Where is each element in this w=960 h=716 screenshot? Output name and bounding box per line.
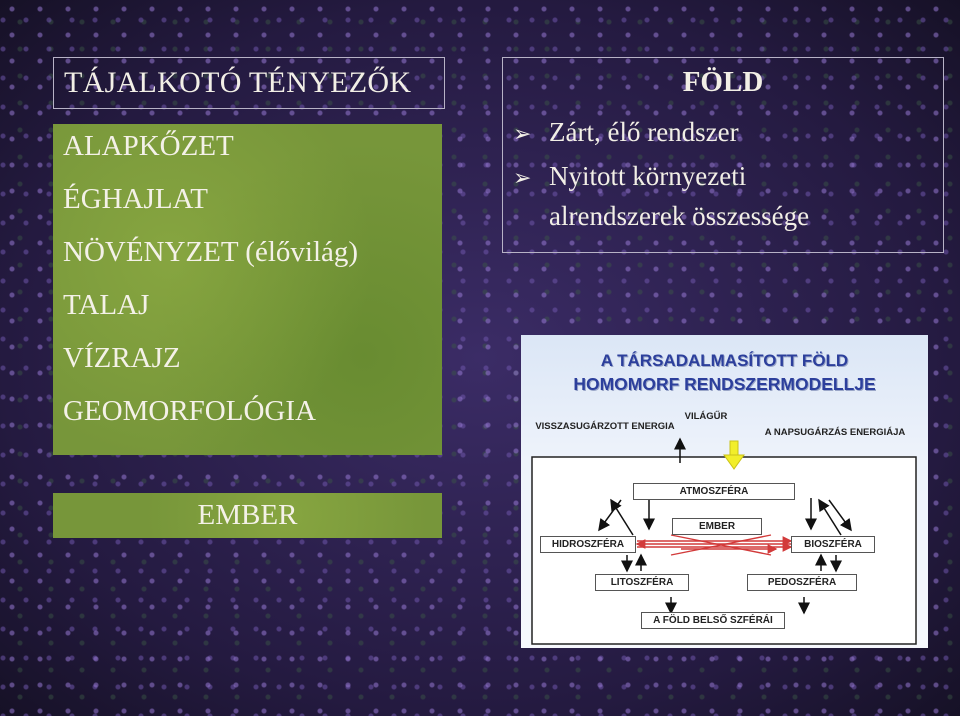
model-title-line2: HOMOMORF RENDSZERMODELLJE: [573, 374, 876, 394]
label-return-energy: VISSZASUGÁRZOTT ENERGIA: [535, 421, 675, 432]
arrow-bullet-icon: ➢: [513, 166, 532, 191]
factor-item: ÉGHAJLAT: [63, 183, 208, 215]
earth-title: FÖLD: [682, 66, 764, 98]
factor-item: ALAPKŐZET: [63, 130, 234, 162]
factor-list: ALAPKŐZET ÉGHAJLAT NÖVÉNYZET (élővilág) …: [63, 124, 442, 442]
node-human: EMBER: [672, 518, 762, 535]
solar-arrow-icon: [723, 440, 745, 470]
label-space: VILÁGŰR: [684, 411, 728, 422]
arrow-bullet-icon: ➢: [513, 122, 532, 147]
bullet-item: ➢ Nyitott környezeti: [513, 156, 746, 199]
factor-list-box: ALAPKŐZET ÉGHAJLAT NÖVÉNYZET (élővilág) …: [53, 124, 442, 455]
node-inner-spheres: A FÖLD BELSŐ SZFÉRÁI: [641, 612, 785, 629]
system-model-diagram: A TÁRSADALMASÍTOTT FÖLD HOMOMORF RENDSZE…: [521, 335, 928, 648]
node-hydrosphere: HIDROSZFÉRA: [540, 536, 636, 553]
node-atmosphere: ATMOSZFÉRA: [633, 483, 795, 500]
bullet-text: Nyitott környezeti: [549, 161, 747, 191]
factor-item: TALAJ: [63, 289, 150, 321]
factor-item: VÍZRAJZ: [63, 342, 181, 374]
node-lithosphere: LITOSZFÉRA: [595, 574, 689, 591]
label-solar-energy: A NAPSUGÁRZÁS ENERGIÁJA: [764, 427, 906, 438]
diagram-arrows: [531, 437, 917, 645]
factor-item: GEOMORFOLÓGIA: [63, 395, 316, 427]
node-biosphere: BIOSZFÉRA: [791, 536, 875, 553]
node-pedosphere: PEDOSZFÉRA: [747, 574, 857, 591]
left-title: TÁJALKOTÓ TÉNYEZŐK: [53, 57, 445, 109]
factor-item: NÖVÉNYZET (élővilág): [63, 236, 359, 268]
model-title-line1: A TÁRSADALMASÍTOTT FÖLD: [600, 351, 849, 370]
earth-box: FÖLD ➢ Zárt, élő rendszer ➢ Nyitott környe…: [502, 57, 944, 253]
bullet-text: Zárt, élő rendszer: [549, 117, 739, 147]
human-factor-box: EMBER: [53, 493, 442, 538]
bullet-item: ➢ Zárt, élő rendszer: [513, 112, 739, 155]
bullet-continuation: alrendszerek összessége: [549, 201, 810, 231]
